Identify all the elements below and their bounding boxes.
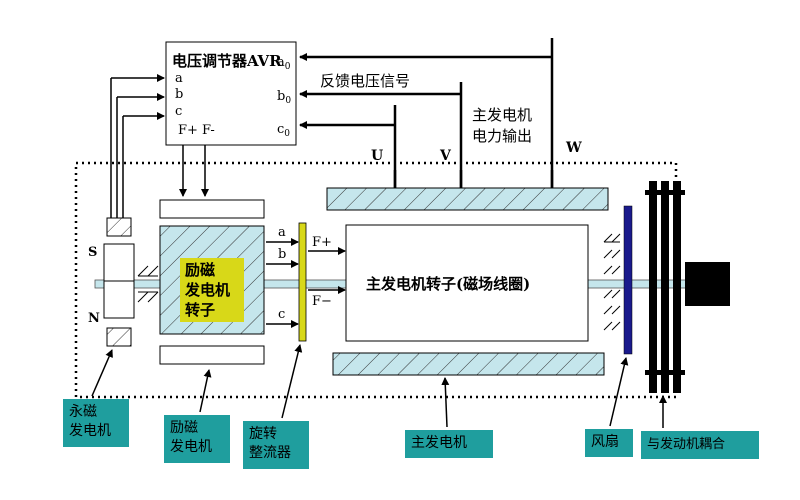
rectifier-f-minus: F− bbox=[312, 294, 332, 309]
rectifier-f-plus: F+ bbox=[312, 235, 332, 250]
engine-coupling bbox=[645, 181, 730, 393]
exciter-out-a: a bbox=[278, 225, 286, 240]
feedback-line-w bbox=[299, 38, 554, 188]
avr-terminal-c: c bbox=[175, 104, 182, 119]
main-rotor-label: 主发电机转子(磁场线圈) bbox=[366, 275, 530, 293]
avr-c0-sub: 0 bbox=[284, 129, 290, 139]
callout-coupling: 与发动机耦合 bbox=[641, 431, 759, 459]
exciter-stator-top bbox=[159, 199, 265, 219]
rotating-rectifier bbox=[298, 222, 307, 342]
avr-f-minus: F- bbox=[202, 123, 215, 138]
callout-exciter: 励磁 发电机 bbox=[164, 415, 230, 463]
callout-fan: 风扇 bbox=[585, 429, 633, 457]
avr-to-exciter-lines bbox=[179, 145, 209, 197]
callout-coupling-label: 与发动机耦合 bbox=[647, 437, 726, 452]
callout-exciter-line1: 励磁 bbox=[170, 420, 198, 436]
exciter-rotor-label-box bbox=[180, 258, 244, 322]
pmg-pole-s: S bbox=[88, 245, 97, 260]
feedback-line-u bbox=[299, 105, 397, 188]
avr-f-plus: F+ bbox=[178, 123, 198, 138]
feedback-line-v bbox=[299, 82, 463, 188]
exciter-rotor-label-2: 发电机 bbox=[184, 281, 230, 299]
callout-rectifier-line2: 整流器 bbox=[249, 445, 291, 461]
callout-pmg-line2: 发电机 bbox=[69, 423, 111, 439]
callout-pmg-line1: 永磁 bbox=[69, 404, 97, 420]
avr-title: 电压调节器AVR bbox=[172, 52, 282, 70]
phase-u-label: U bbox=[371, 148, 383, 164]
phase-taps bbox=[393, 170, 554, 188]
exciter-rotor-label-3: 转子 bbox=[185, 301, 215, 319]
right-bearing bbox=[603, 233, 621, 331]
callout-rectifier: 旋转 整流器 bbox=[243, 421, 309, 469]
generator-enclosure bbox=[74, 161, 678, 399]
feedback-label: 反馈电压信号 bbox=[320, 72, 410, 90]
callout-main-generator: 主发电机 bbox=[405, 430, 493, 458]
phase-v-label: V bbox=[439, 148, 452, 164]
exciter-rotor-label-1: 励磁 bbox=[185, 261, 215, 279]
exciter-out-b: b bbox=[278, 247, 286, 262]
main-output-label-1: 主发电机 bbox=[472, 106, 532, 124]
main-rotor bbox=[345, 224, 589, 342]
avr-a0-sub: 0 bbox=[285, 62, 291, 72]
exciter-out-c: c bbox=[278, 307, 285, 322]
callout-arrows bbox=[91, 344, 667, 428]
rectifier-outputs bbox=[308, 247, 346, 294]
bearing bbox=[137, 265, 159, 303]
callout-fan-label: 风扇 bbox=[591, 434, 619, 450]
exciter-outputs bbox=[266, 238, 299, 328]
callout-rectifier-line1: 旋转 bbox=[249, 426, 277, 442]
phase-w-label: W bbox=[565, 140, 582, 156]
pmg bbox=[103, 217, 135, 347]
main-stator-bottom bbox=[332, 352, 605, 376]
callout-pmg: 永磁 发电机 bbox=[63, 399, 129, 447]
pmg-pole-n: N bbox=[88, 311, 100, 326]
pmg-feed-lines bbox=[110, 74, 165, 218]
avr-terminal-b: b bbox=[175, 87, 183, 102]
avr-box: 电压调节器AVR a0 a b c b0 c0 F+ F- bbox=[165, 41, 297, 146]
exciter-stator-bottom bbox=[159, 345, 265, 365]
callout-main-generator-label: 主发电机 bbox=[411, 435, 467, 451]
main-stator-top bbox=[326, 187, 609, 211]
callout-exciter-line2: 发电机 bbox=[170, 439, 212, 455]
avr-b0-sub: 0 bbox=[285, 96, 291, 106]
avr-terminal-a: a bbox=[175, 71, 183, 86]
fan bbox=[623, 205, 633, 355]
main-output-label-2: 电力输出 bbox=[472, 127, 532, 145]
